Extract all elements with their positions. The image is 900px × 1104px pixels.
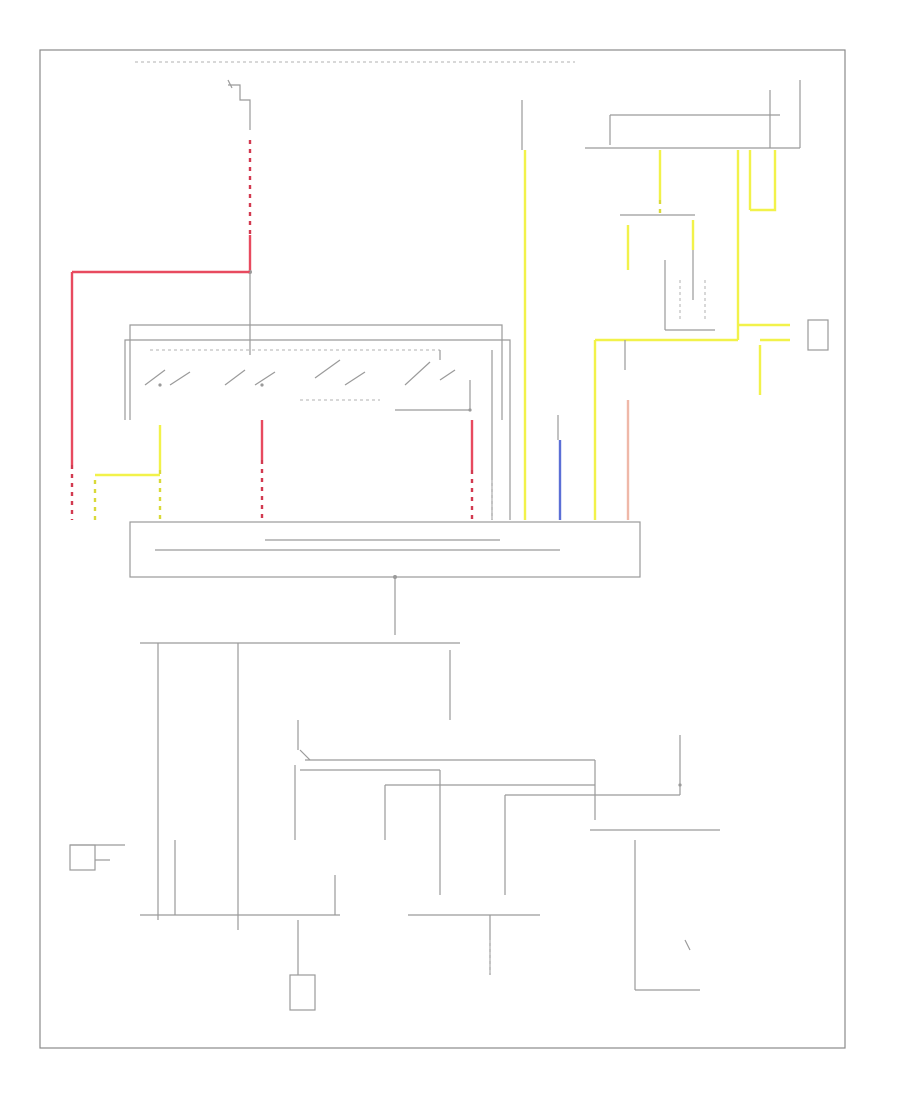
top-right-cluster — [585, 80, 829, 395]
diagram-frame — [39, 49, 846, 1049]
bottom-left-components — [69, 840, 340, 1011]
top-left-power-feed — [70, 79, 252, 520]
bottom-right-components — [408, 829, 720, 991]
switch-output-wires — [93, 350, 493, 520]
switch-block — [124, 324, 511, 520]
right-center-wires — [521, 100, 630, 520]
junction-bus — [140, 642, 682, 930]
control-module — [129, 521, 641, 635]
